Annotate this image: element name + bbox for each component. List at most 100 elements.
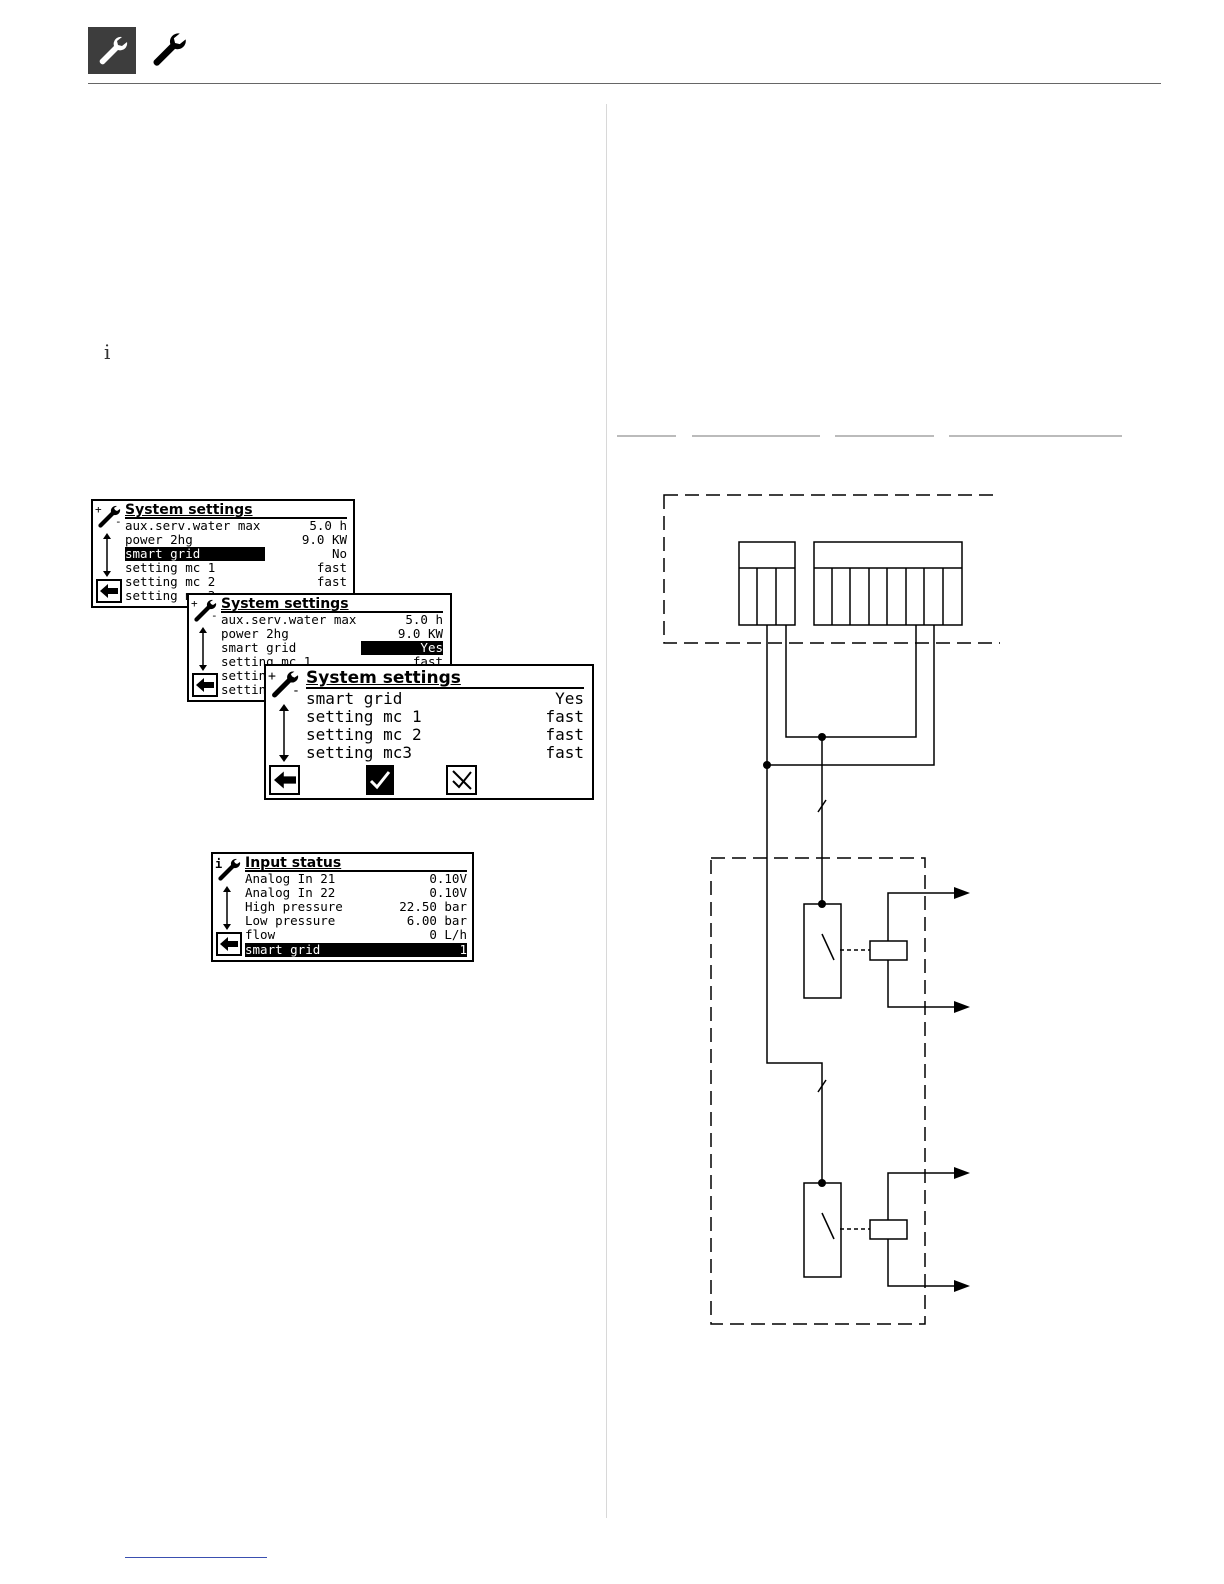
right-rule-4: [949, 435, 1122, 437]
row-value: 9.0 KW: [397, 626, 443, 641]
back-button[interactable]: [96, 579, 122, 603]
wiring-diagram: [663, 494, 1000, 1325]
wrench-icon: [148, 30, 188, 70]
back-button[interactable]: [216, 932, 242, 956]
wire-b: [785, 625, 917, 738]
right-rule-1: [617, 435, 676, 437]
svg-text:+: +: [95, 503, 102, 516]
row-label: flow: [245, 927, 276, 942]
svg-text:+: +: [191, 597, 198, 610]
row-value: Yes: [361, 641, 443, 655]
screen-title: Input status: [245, 855, 342, 871]
right-rule-3: [835, 435, 934, 437]
setting-row[interactable]: setting mc3 fast: [306, 744, 584, 762]
row-value: 22.50 bar: [399, 899, 467, 914]
row-value: Yes: [555, 689, 584, 708]
right-rule-2: [692, 435, 820, 437]
row-value: 0.10V: [429, 871, 467, 886]
svg-text:i: i: [215, 857, 222, 871]
wire-c: [767, 625, 935, 766]
row-value: 5.0 h: [309, 518, 347, 533]
confirm-button[interactable]: [366, 765, 394, 795]
screen-title: System settings: [221, 596, 349, 612]
scroll-arrows-icon: [199, 627, 207, 671]
row-value: fast: [316, 560, 347, 575]
title-rule: [245, 870, 467, 872]
relay-coil-2: [869, 1219, 908, 1240]
wire-a: [766, 625, 823, 1183]
row-label: power 2hg: [221, 626, 289, 641]
arrow-left-icon: [273, 771, 296, 789]
row-label: setting: [221, 682, 274, 697]
back-button[interactable]: [192, 673, 218, 697]
scroll-arrows-icon: [103, 533, 111, 577]
arrow-right-icon: [954, 1001, 970, 1013]
setting-row-smart-grid[interactable]: smart grid Yes: [306, 690, 584, 708]
arrow-left-icon: [100, 584, 118, 598]
row-value: No: [331, 546, 347, 561]
setting-row[interactable]: setting: [221, 669, 443, 683]
arrow-right-icon: [954, 1280, 970, 1292]
row-label: Low pressure: [245, 913, 336, 928]
row-label: High pressure: [245, 899, 343, 914]
svg-text:+: +: [268, 669, 276, 684]
row-label: setting: [221, 668, 274, 683]
checkmark-icon: [369, 771, 391, 790]
row-label: smart grid: [221, 640, 297, 655]
row-value: 6.00 bar: [406, 913, 467, 928]
plus-minus-wrench-icon: + -: [95, 503, 122, 528]
arrow-right-icon: [954, 887, 970, 899]
row-label: Analog In 22: [245, 885, 336, 900]
relay-1: [803, 903, 842, 999]
arrow-right-icon: [954, 1167, 970, 1179]
status-row: High pressure 22.50 bar: [245, 900, 467, 914]
relay-dashed-box: [710, 857, 926, 1325]
setting-row[interactable]: setting: [221, 683, 443, 697]
row-value: 0.10V: [429, 885, 467, 900]
back-button[interactable]: [269, 765, 300, 795]
row-value: 9.0 KW: [301, 532, 347, 547]
setting-row[interactable]: aux.serv.water max 5.0 h: [125, 519, 347, 533]
setting-row[interactable]: power 2hg 9.0 KW: [221, 627, 443, 641]
info-wrench-icon: i: [215, 857, 241, 881]
cancel-check-icon: [451, 770, 472, 790]
row-value: fast: [545, 743, 584, 762]
row-label: setting mc 2: [306, 725, 422, 744]
row-label: setting mc3: [306, 743, 412, 762]
footer-link[interactable]: [125, 1557, 267, 1558]
row-label: smart grid: [245, 942, 321, 957]
row-label: aux.serv.water max: [221, 612, 357, 627]
header-rule: [88, 83, 1161, 84]
wrench-icon: [99, 36, 128, 64]
cancel-button[interactable]: [446, 765, 477, 795]
row-value: 1: [459, 942, 467, 957]
row-label: aux.serv.water max: [125, 518, 261, 533]
terminal-block-2: [813, 541, 963, 626]
arrow-left-icon: [220, 937, 238, 951]
status-row: Low pressure 6.00 bar: [245, 914, 467, 928]
relay-coil-1: [869, 940, 908, 961]
row-label: smart grid: [306, 689, 403, 708]
setting-row-smart-grid[interactable]: smart grid Yes: [221, 641, 443, 655]
status-row-smart-grid[interactable]: smart grid 1: [245, 943, 467, 957]
row-label: setting mc 2: [125, 574, 216, 589]
scroll-arrows-icon: [279, 704, 289, 762]
controller-dashed-box: [663, 494, 1000, 644]
row-value: fast: [545, 707, 584, 726]
terminal-block-1: [738, 541, 796, 626]
screen-title: System settings: [306, 668, 461, 688]
svg-text:-: -: [115, 515, 122, 528]
header-wrench-icon-box: [88, 27, 136, 74]
